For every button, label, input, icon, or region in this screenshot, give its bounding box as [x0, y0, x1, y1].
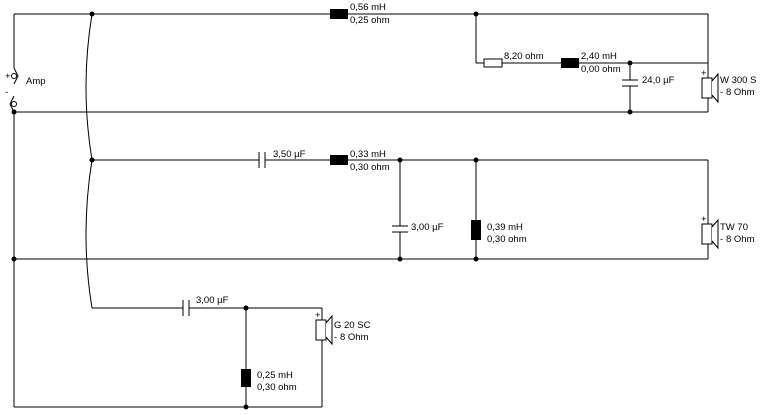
super-tweeter-speaker-name: G 20 SC: [334, 320, 371, 331]
tweeter-inductor-1-resistance: 0,30 ohm: [350, 162, 390, 173]
woofer-inductor-1-resistance: 0,25 ohm: [350, 15, 390, 26]
woofer-speaker-impedance: 8 Ohm: [726, 87, 755, 98]
tweeter-speaker-plus: +: [701, 214, 707, 225]
woofer-capacitor-symbol: [622, 79, 638, 87]
tweeter-inductor-2-value: 0,39 mH: [487, 222, 523, 233]
tweeter-speaker-name: TW 70: [720, 222, 748, 233]
tweeter-inductor-1-value: 0,33 mH: [350, 149, 386, 160]
tweeter-speaker-icon: [701, 218, 719, 250]
woofer-inductor-1-value: 0,56 mH: [350, 2, 386, 13]
junction-dot: [627, 109, 633, 115]
woofer-speaker-name: W 300 S: [720, 75, 756, 86]
tweeter-capacitor-1-value: 3,50 µF: [273, 149, 306, 160]
amp-label: Amp: [26, 76, 46, 87]
super-tweeter-inductor-symbol: [241, 369, 251, 387]
super-tweeter-inductor-value: 0,25 mH: [257, 370, 293, 381]
woofer-inductor-2-symbol: [561, 58, 579, 68]
woofer-inductor-1-symbol: [330, 9, 348, 19]
junction-dot: [243, 305, 249, 311]
super-tweeter-speaker-impedance: 8 Ohm: [340, 332, 369, 343]
super-tweeter-speaker-minus: -: [334, 332, 337, 343]
woofer-resistor-symbol: [483, 58, 503, 68]
tweeter-capacitor-2-value: 3,00 µF: [411, 222, 444, 233]
tweeter-capacitor-1-symbol: [258, 152, 266, 168]
junction-dot: [397, 256, 403, 262]
woofer-resistor-value: 8,20 ohm: [504, 51, 544, 62]
super-tweeter-capacitor-value: 3,00 µF: [196, 295, 229, 306]
woofer-capacitor-value: 24,0 µF: [642, 75, 675, 86]
tweeter-speaker-minus: -: [720, 234, 723, 245]
super-tweeter-inductor-resistance: 0,30 ohm: [257, 382, 297, 393]
tweeter-inductor-2-symbol: [471, 220, 481, 240]
junction-dot: [473, 256, 479, 262]
junction-dot: [89, 157, 95, 163]
woofer-speaker-icon: [701, 72, 719, 104]
wires: [13, 13, 709, 408]
tweeter-capacitor-2-symbol: [392, 225, 408, 233]
woofer-speaker-plus: +: [701, 68, 707, 79]
junction-dot: [627, 60, 633, 66]
tweeter-inductor-2-resistance: 0,30 ohm: [487, 234, 527, 245]
amp-plus-terminal: [11, 73, 17, 79]
tweeter-speaker-impedance: 8 Ohm: [726, 234, 755, 245]
junction-dots: [11, 11, 633, 410]
super-tweeter-capacitor-symbol: [182, 300, 190, 316]
junction-dot: [11, 256, 17, 262]
amp-plus-sign: +: [5, 71, 11, 82]
junction-dot: [89, 11, 95, 17]
amp-terminals: + - Amp: [5, 67, 46, 113]
junction-dot: [473, 11, 479, 17]
junction-dot: [397, 157, 403, 163]
woofer-inductor-2-value: 2,40 mH: [581, 51, 617, 62]
amp-minus-sign: -: [5, 87, 8, 98]
amp-minus-terminal: [11, 101, 17, 107]
woofer-speaker-minus: -: [720, 87, 723, 98]
super-tweeter-speaker-icon: [315, 314, 333, 346]
woofer-inductor-2-resistance: 0,00 ohm: [581, 64, 621, 75]
super-tweeter-speaker-plus: +: [315, 310, 321, 321]
junction-dot: [473, 157, 479, 163]
tweeter-inductor-1-symbol: [330, 155, 348, 165]
junction-dot: [243, 404, 249, 410]
